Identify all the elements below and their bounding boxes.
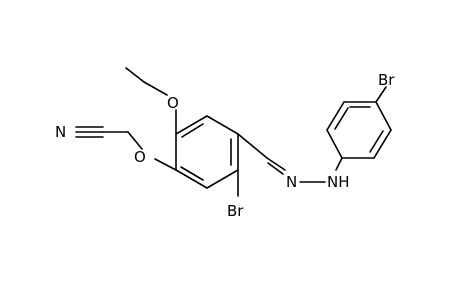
bond-o-ch2 (127, 131, 143, 150)
bond-ring2-1 (326, 129, 343, 159)
bond-ring-3 (206, 169, 239, 189)
atom-label-nh: NH (327, 173, 350, 191)
bond-ring-inner-3 (181, 123, 204, 138)
bond-nh-ring (335, 157, 343, 171)
bond-ring2-4 (375, 101, 392, 131)
atom-label-br-top: Br (378, 71, 395, 89)
atom-label-n-imine: N (286, 173, 297, 191)
bond-ch-n-b (267, 162, 284, 175)
bond-ring2-inner-1 (334, 107, 349, 130)
bond-ring-inner-2 (180, 166, 204, 181)
bond-ring2-br (375, 86, 387, 103)
bond-ring-6 (175, 115, 208, 135)
bond-ring-o-ether (154, 158, 177, 171)
bond-lines (75, 67, 392, 197)
atom-label-n-nitrile: N (55, 123, 66, 141)
atom-label-o-ethoxy: O (167, 94, 179, 112)
atom-label-o-ether: O (134, 148, 146, 166)
bond-o-ethyl (143, 81, 168, 96)
atom-label-br-bottom: Br (227, 202, 244, 220)
bond-ring2-5 (373, 129, 392, 159)
bond-ring2-2 (326, 101, 345, 131)
atom-labels: Br Br O O N N NH (55, 71, 395, 220)
bond-ethyl (125, 67, 145, 83)
bond-ring-ch (237, 133, 268, 159)
bond-ring-1 (206, 115, 239, 135)
bond-ring2-inner-2 (369, 130, 384, 153)
bond-ring-4 (175, 169, 208, 189)
bond-ch-n-a (266, 157, 286, 171)
